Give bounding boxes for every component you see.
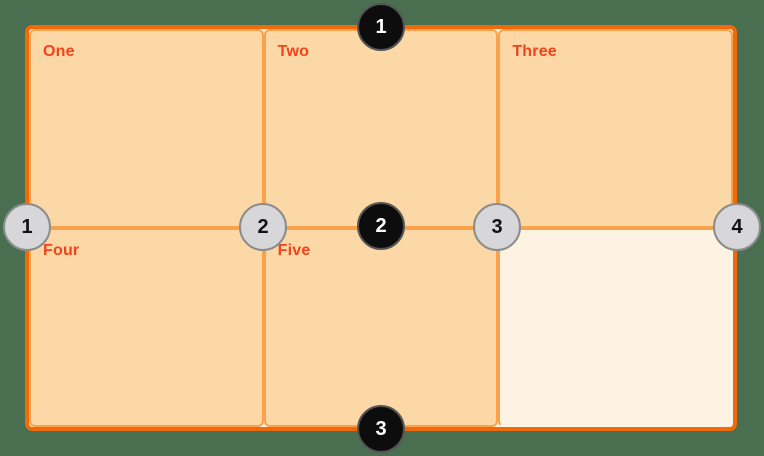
cell-label-one: One	[43, 43, 75, 60]
row-line-marker-1: 1	[357, 3, 405, 51]
grid-cell-one: One	[29, 29, 264, 228]
column-line-marker-3: 3	[473, 203, 521, 251]
cell-label-two: Two	[277, 43, 310, 60]
cell-label-five: Five	[277, 242, 311, 259]
grid-cell-four: Four	[29, 228, 264, 427]
grid-cell-two: Two	[263, 29, 499, 228]
column-line-marker-1: 1	[3, 203, 51, 251]
grid-cell-five: Five	[263, 228, 499, 427]
cell-label-three: Three	[512, 43, 557, 60]
column-line-marker-2: 2	[239, 203, 287, 251]
grid-cell-three: Three	[498, 29, 733, 228]
row-line-marker-3: 3	[357, 405, 405, 453]
grid-cell-empty	[498, 228, 733, 427]
row-line-marker-2: 2	[357, 202, 405, 250]
grid-container: One Two Three Four Five	[25, 25, 737, 431]
column-line-marker-4: 4	[713, 203, 761, 251]
cell-label-four: Four	[43, 242, 80, 259]
